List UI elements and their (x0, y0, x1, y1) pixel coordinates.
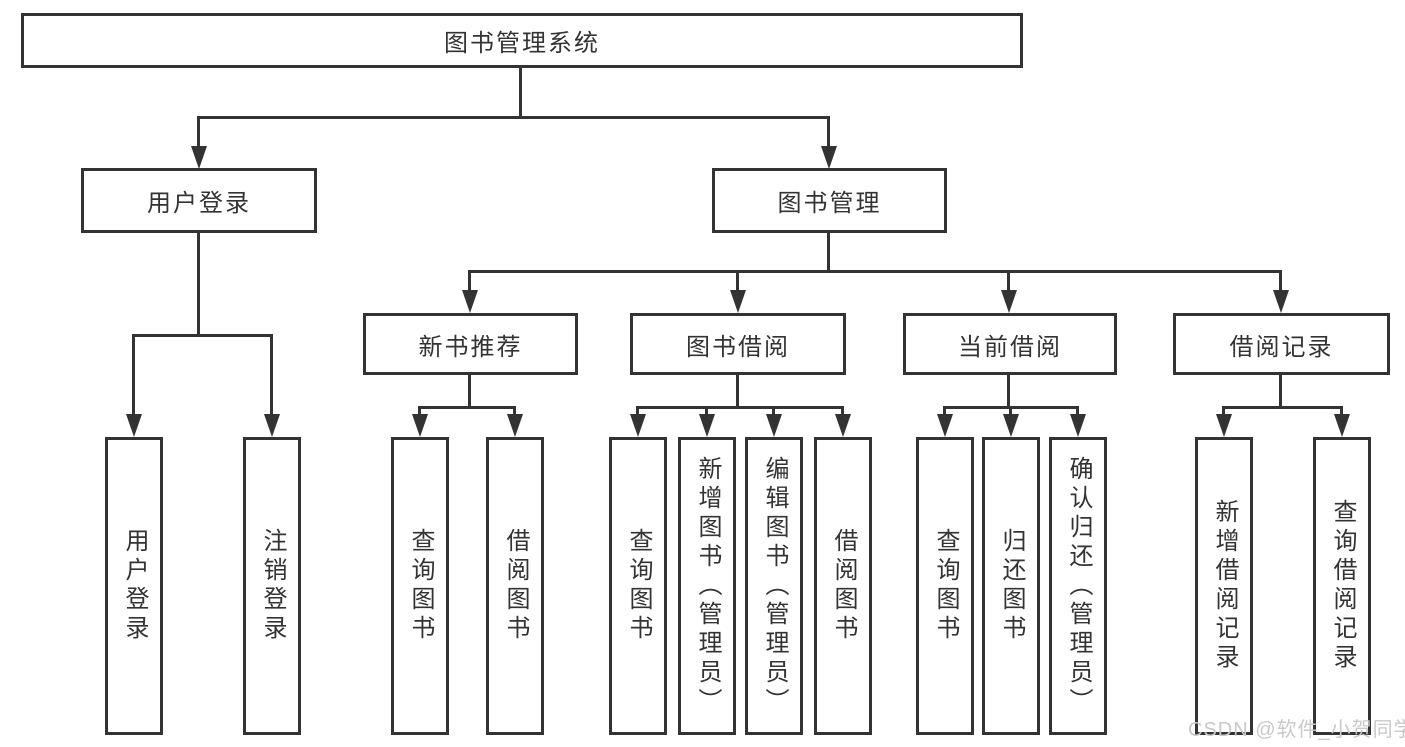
connector-record-rail (1222, 406, 1343, 409)
connector-drop (1007, 270, 1010, 292)
connector-borrow-rail (636, 406, 844, 409)
leaf-add-borrow-record: 新增借阅记录 (1195, 437, 1253, 735)
connector-bookmgmt-rail (468, 270, 1282, 273)
connector-drop (418, 406, 421, 418)
connector-drop (1279, 270, 1282, 292)
connector-newbook-rail (418, 406, 516, 409)
arrowhead-icon (507, 414, 523, 437)
leaf-query-book-2: 查询图书 (609, 437, 667, 735)
node-current-borrow: 当前借阅 (903, 313, 1117, 375)
arrowhead-icon (462, 290, 478, 313)
arrowhead-icon (191, 146, 207, 169)
connector-record-stem (1279, 375, 1282, 409)
connector-drop (132, 334, 135, 416)
connector-drop (841, 406, 844, 418)
leaf-borrow-book-1: 借阅图书 (486, 437, 544, 735)
arrowhead-icon (1216, 414, 1232, 437)
arrowhead-icon (766, 414, 782, 437)
arrowhead-icon (1003, 414, 1019, 437)
leaf-logout: 注销登录 (243, 437, 301, 735)
arrowhead-icon (835, 414, 851, 437)
csdn-watermark: CSDN @软件_小贺同学 (1188, 719, 1405, 741)
arrowhead-icon (937, 414, 953, 437)
leaf-query-book-1: 查询图书 (391, 437, 449, 735)
arrowhead-icon (730, 290, 746, 313)
node-root: 图书管理系统 (21, 13, 1023, 68)
connector-drop (1076, 406, 1079, 418)
arrowhead-icon (699, 414, 715, 437)
connector-drop (513, 406, 516, 418)
leaf-user-login: 用户登录 (105, 437, 163, 735)
connector-current-stem (1007, 375, 1010, 409)
leaf-borrow-book-2: 借阅图书 (814, 437, 872, 735)
connector-drop (705, 406, 708, 418)
node-user-login: 用户登录 (81, 168, 317, 233)
connector-drop (772, 406, 775, 418)
connector-drop (1009, 406, 1012, 418)
arrowhead-icon (412, 414, 428, 437)
arrowhead-icon (1001, 290, 1017, 313)
connector-drop (197, 116, 200, 150)
connector-newbook-stem (468, 375, 471, 409)
connector-drop (736, 270, 739, 292)
leaf-query-borrow-record: 查询借阅记录 (1313, 437, 1371, 735)
connector-userlogin-rail (132, 334, 273, 337)
connector-drop (270, 334, 273, 416)
connector-borrow-stem (736, 375, 739, 409)
node-book-management: 图书管理 (712, 168, 947, 233)
node-book-borrow: 图书借阅 (630, 313, 846, 375)
connector-drop (1222, 406, 1225, 418)
connector-drop (636, 406, 639, 418)
arrowhead-icon (630, 414, 646, 437)
node-borrow-record: 借阅记录 (1173, 313, 1390, 375)
leaf-edit-book-admin: 编辑图书（管理员） (745, 437, 803, 735)
connector-drop (943, 406, 946, 418)
arrowhead-icon (1070, 414, 1086, 437)
connector-drop (827, 116, 830, 150)
arrowhead-icon (1273, 290, 1289, 313)
connector-drop (1340, 406, 1343, 418)
connector-root-rail (197, 116, 830, 119)
leaf-confirm-return-admin: 确认归还（管理员） (1049, 437, 1107, 735)
connector-drop (468, 270, 471, 292)
arrowhead-icon (1334, 414, 1350, 437)
leaf-add-book-admin: 新增图书（管理员） (678, 437, 736, 735)
connector-bookmgmt-stem (827, 233, 830, 273)
arrowhead-icon (264, 414, 280, 437)
arrowhead-icon (126, 414, 142, 437)
leaf-return-book: 归还图书 (982, 437, 1040, 735)
connector-root-stem (519, 68, 522, 118)
connector-userlogin-stem (197, 233, 200, 337)
node-new-book-recommend: 新书推荐 (363, 313, 578, 375)
leaf-query-book-3: 查询图书 (916, 437, 974, 735)
arrowhead-icon (821, 146, 837, 169)
